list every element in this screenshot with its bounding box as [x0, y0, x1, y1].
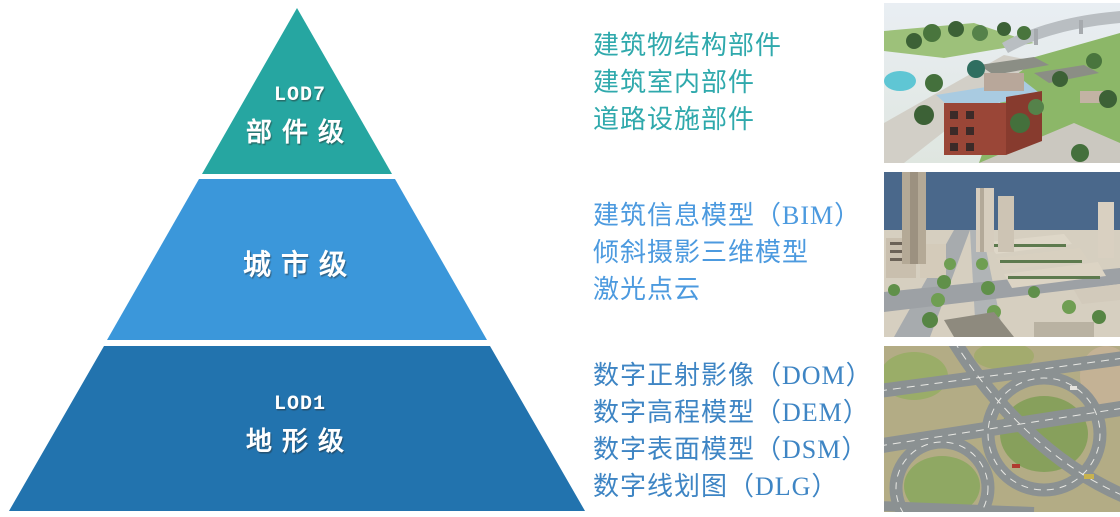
component-level-photo: [884, 3, 1120, 163]
level-item: 数字高程模型（DEM）: [593, 398, 870, 427]
level-item: 数字正射影像（DOM）: [593, 361, 873, 390]
level-item: 激光点云: [593, 275, 702, 304]
level1-name: 部件级: [245, 118, 354, 148]
level3-code: LOD1: [273, 393, 326, 416]
pyramid-level-city: [107, 179, 487, 340]
level3-name: 地形级: [245, 427, 354, 457]
campus-3d-model-illustration: [884, 3, 1120, 163]
level-item: 数字表面模型（DSM）: [593, 435, 869, 464]
component-level-items: 建筑物结构部件 建筑室内部件 道路设施部件: [593, 27, 893, 138]
level-item: 倾斜摄影三维模型: [593, 238, 810, 267]
highway-interchange-orthophoto-illustration: [884, 346, 1120, 512]
level1-code: LOD7: [273, 84, 326, 107]
level-item: 道路设施部件: [593, 105, 756, 134]
city-level-items: 建筑信息模型（BIM） 倾斜摄影三维模型 激光点云: [593, 197, 893, 308]
level2-name: 城市级: [242, 248, 357, 281]
level-item: 建筑物结构部件: [593, 31, 783, 60]
city-level-photo: [884, 172, 1120, 337]
level-item: 数字线划图（DLG）: [593, 472, 839, 501]
terrain-level-items: 数字正射影像（DOM） 数字高程模型（DEM） 数字表面模型（DSM） 数字线划…: [593, 357, 893, 505]
pyramid-level-component: [202, 8, 392, 174]
city-oblique-model-illustration: [884, 172, 1120, 337]
level-item: 建筑室内部件: [593, 68, 756, 97]
pyramid-level-terrain: [9, 346, 585, 511]
pyramid-graphic: [9, 8, 585, 511]
terrain-level-photo: [884, 346, 1120, 512]
level-item: 建筑信息模型（BIM）: [593, 201, 862, 230]
